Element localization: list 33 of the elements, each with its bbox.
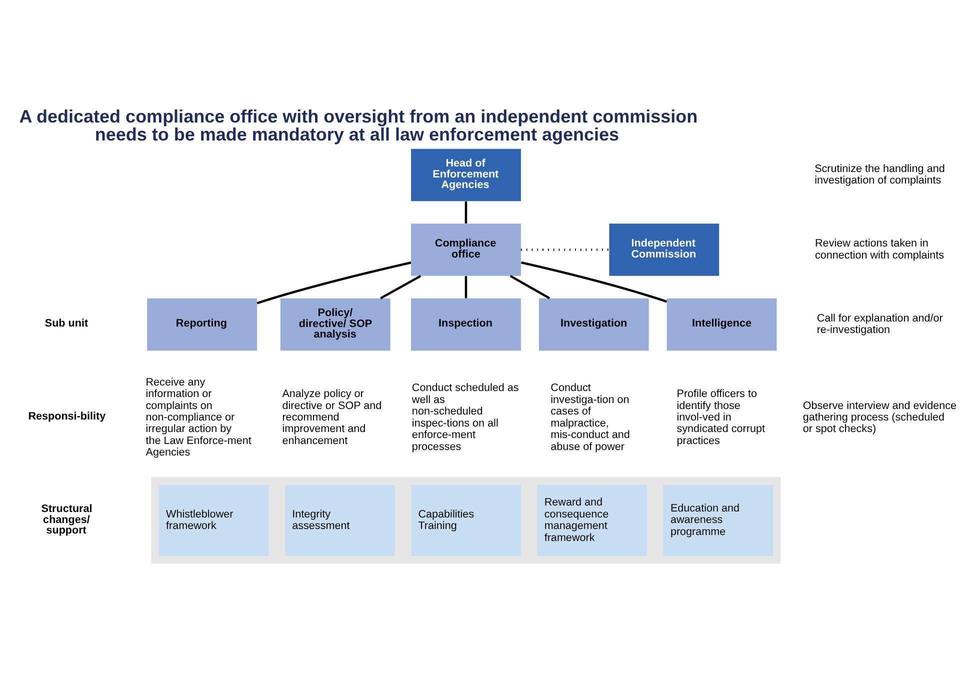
node-box: Inspection: [411, 298, 521, 350]
node-box: Investigation: [538, 298, 649, 350]
connector: [256, 261, 412, 304]
connector: [520, 260, 668, 302]
connector: [464, 276, 468, 298]
node-label: Receive any information or complaints on non-compliance or irregular action by the Law Enforce-ment Agencies: [146, 376, 252, 458]
label: Observe interview and evidence gathering process (scheduled or spot checks): [802, 399, 957, 435]
connector: [510, 274, 550, 299]
node-box: Reward and consequence management framework: [537, 484, 648, 556]
node-label: Conduct scheduled as well as non-scheduled inspec-tions on all enforce-ment processes: [412, 382, 519, 452]
connector: [380, 274, 422, 299]
node-box: Head of Enforcement Agencies: [411, 148, 521, 201]
node-box: Education and awareness programme: [663, 484, 774, 556]
node-box: Whistleblower framework: [158, 484, 269, 556]
node-box: Capabilities Training: [411, 484, 521, 556]
label: Review actions taken in connection with complaints: [815, 237, 944, 261]
label: Structural changes/ support: [41, 502, 92, 536]
node-label: Analyze policy or directive or SOP and recommend improvement and enhancement: [282, 388, 382, 446]
diagram-title: A dedicated compliance office with oversight from an independent commission needs to be made mandatory at all law enforcement agencies: [19, 106, 698, 144]
node-box: Policy/ directive/ SOP analysis: [280, 298, 390, 350]
node-label: Profile officers to identify those invol-ved in syndicated corrupt practices: [676, 388, 765, 446]
label: Scrutinize the handling and investigation of complaints: [814, 162, 945, 186]
node-box: Independent Commission: [609, 223, 720, 276]
label: Sub unit: [44, 316, 88, 329]
connector: [464, 200, 468, 223]
node-box: Compliance office: [411, 223, 521, 276]
node-box: Integrity assessment: [284, 484, 395, 556]
cluster: [151, 476, 781, 564]
node-box: Reporting: [147, 298, 257, 350]
label: Call for explanation and/or re-investigation: [816, 312, 943, 336]
label: Responsi-bility: [28, 410, 106, 422]
node-box: Intelligence: [666, 298, 777, 350]
node-label: Conduct investiga-tion on cases of malpractice, mis-conduct and abuse of power: [550, 382, 630, 452]
